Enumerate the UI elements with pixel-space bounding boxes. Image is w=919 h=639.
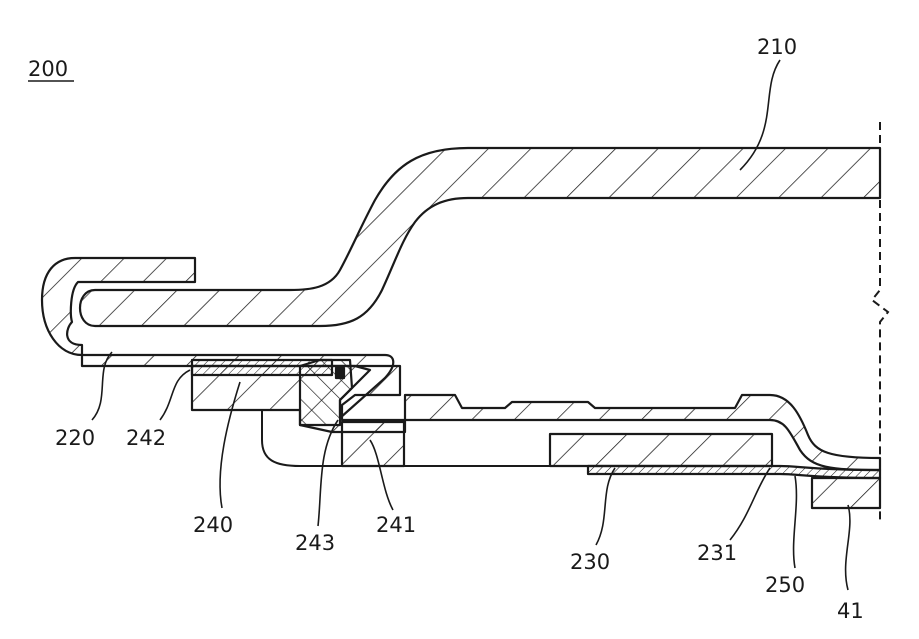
leader-230 [596, 468, 615, 545]
label-220: 220 [55, 426, 95, 450]
label-240: 240 [193, 513, 233, 537]
leader-243 [318, 420, 338, 526]
leader-242 [160, 370, 190, 420]
leader-250 [794, 476, 797, 568]
label-230: 230 [570, 550, 610, 574]
part-243-small-bead [336, 368, 344, 378]
label-243: 243 [295, 531, 335, 555]
leader-41 [846, 505, 850, 590]
leader-231 [730, 468, 770, 540]
part-41-base [812, 478, 880, 508]
figure-ref-label: 200 [28, 57, 68, 81]
label-41: 41 [837, 599, 864, 623]
label-242: 242 [126, 426, 166, 450]
part-230-lower-plate [550, 434, 772, 466]
label-210: 210 [757, 35, 797, 59]
label-241: 241 [376, 513, 416, 537]
label-231: 231 [697, 541, 737, 565]
label-250: 250 [765, 573, 805, 597]
part-210-upper-plate [80, 148, 880, 326]
